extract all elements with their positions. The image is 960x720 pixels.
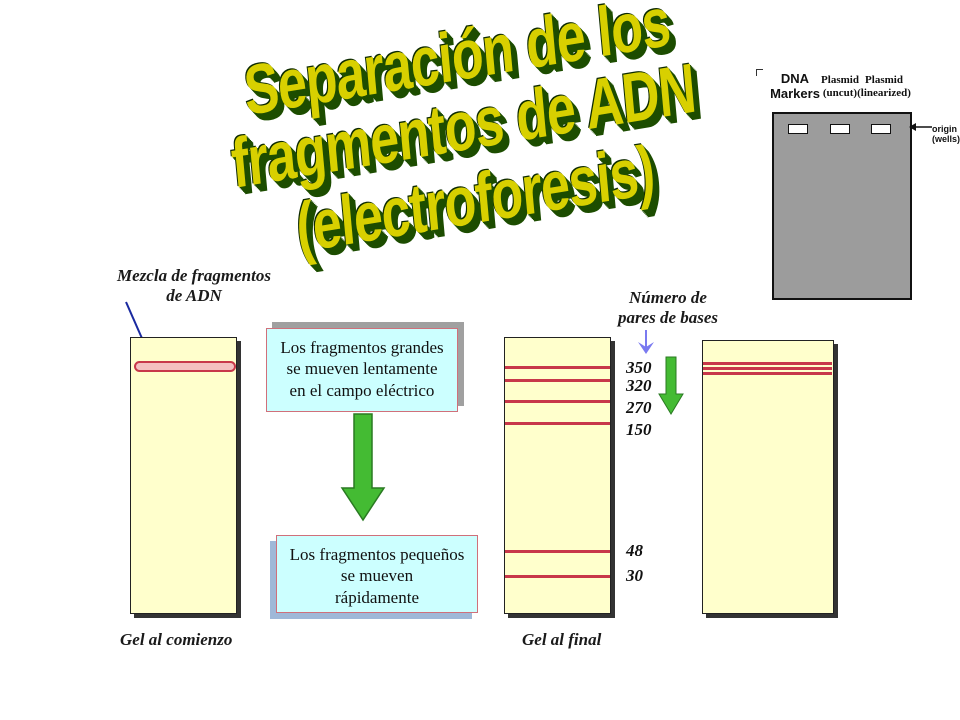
page-title: Separación de los fragmentos de ADN (ele…: [200, 0, 720, 268]
base-pairs-label-line: pares de bases: [617, 308, 719, 328]
inset-header-line: DNA: [780, 71, 810, 86]
origin-label: origin (wells): [932, 124, 960, 145]
inset-well-1: [788, 124, 808, 134]
plasmid-band-3: [703, 372, 832, 375]
base-pairs-label-line: Número de: [629, 288, 707, 307]
gel-end-label: Gel al final: [522, 630, 602, 649]
inset-header-plasmid-uncut: Plasmid (uncut): [815, 74, 865, 99]
size-label-350: 350: [626, 358, 652, 377]
small-fragments-box: Los fragmentos pequeños se mueven rápida…: [276, 535, 478, 613]
size-label-30: 30: [626, 566, 643, 585]
inset-gel: [772, 112, 912, 300]
gel-start: [130, 337, 237, 614]
inset-header-line: Markers: [770, 85, 820, 101]
band-350: [505, 366, 610, 369]
inset-header-line: Plasmid: [821, 74, 859, 86]
base-pairs-label: Número de pares de bases: [608, 288, 728, 329]
size-label-270: 270: [626, 398, 652, 417]
sample-band: [134, 361, 236, 372]
gel-plasmid: [702, 340, 834, 614]
origin-arrow-icon: [909, 123, 932, 131]
small-fragments-line: se mueven: [340, 566, 414, 586]
band-320: [505, 379, 610, 382]
origin-label-line: (wells): [932, 134, 960, 145]
inset-header-plasmid-linearized: Plasmid (linearized): [856, 74, 912, 99]
band-48: [505, 550, 610, 553]
large-fragments-line: se mueven lentamente: [286, 359, 438, 379]
plasmid-band-1: [703, 362, 832, 365]
large-fragments-box: Los fragmentos grandes se mueven lentame…: [266, 328, 458, 412]
large-fragments-line: en el campo eléctrico: [289, 380, 435, 400]
small-fragments-line: Los fragmentos pequeños: [289, 545, 465, 564]
inset-header-line: (linearized): [857, 86, 911, 99]
gel-end: [504, 337, 611, 614]
inset-well-2: [830, 124, 850, 134]
size-label-48: 48: [626, 541, 643, 560]
band-30: [505, 575, 610, 578]
large-fragments-line: Los fragmentos grandes: [280, 338, 444, 357]
origin-label-line: origin: [932, 124, 957, 134]
size-label-320: 320: [626, 376, 652, 395]
migration-arrow-icon: [658, 356, 684, 415]
inset-header-line: Plasmid: [865, 74, 903, 86]
inset-well-3: [871, 124, 891, 134]
mixture-label-line: Mezcla de fragmentos: [117, 266, 271, 285]
gel-start-label: Gel al comienzo: [120, 630, 233, 649]
mixture-label-line: de ADN: [166, 286, 222, 306]
base-pairs-arrow-icon: [638, 330, 654, 354]
band-150: [505, 422, 610, 425]
size-label-150: 150: [626, 420, 652, 439]
plasmid-band-2: [703, 367, 832, 370]
inset-header-line: (uncut): [822, 86, 858, 99]
small-fragments-line: rápidamente: [334, 587, 419, 607]
band-270: [505, 400, 610, 403]
mixture-label: Mezcla de fragmentos de ADN: [104, 266, 284, 307]
down-arrow-icon: [340, 413, 386, 522]
inset-header-dna-markers: DNA Markers: [770, 71, 820, 102]
inset-corner-mark: [756, 69, 763, 76]
